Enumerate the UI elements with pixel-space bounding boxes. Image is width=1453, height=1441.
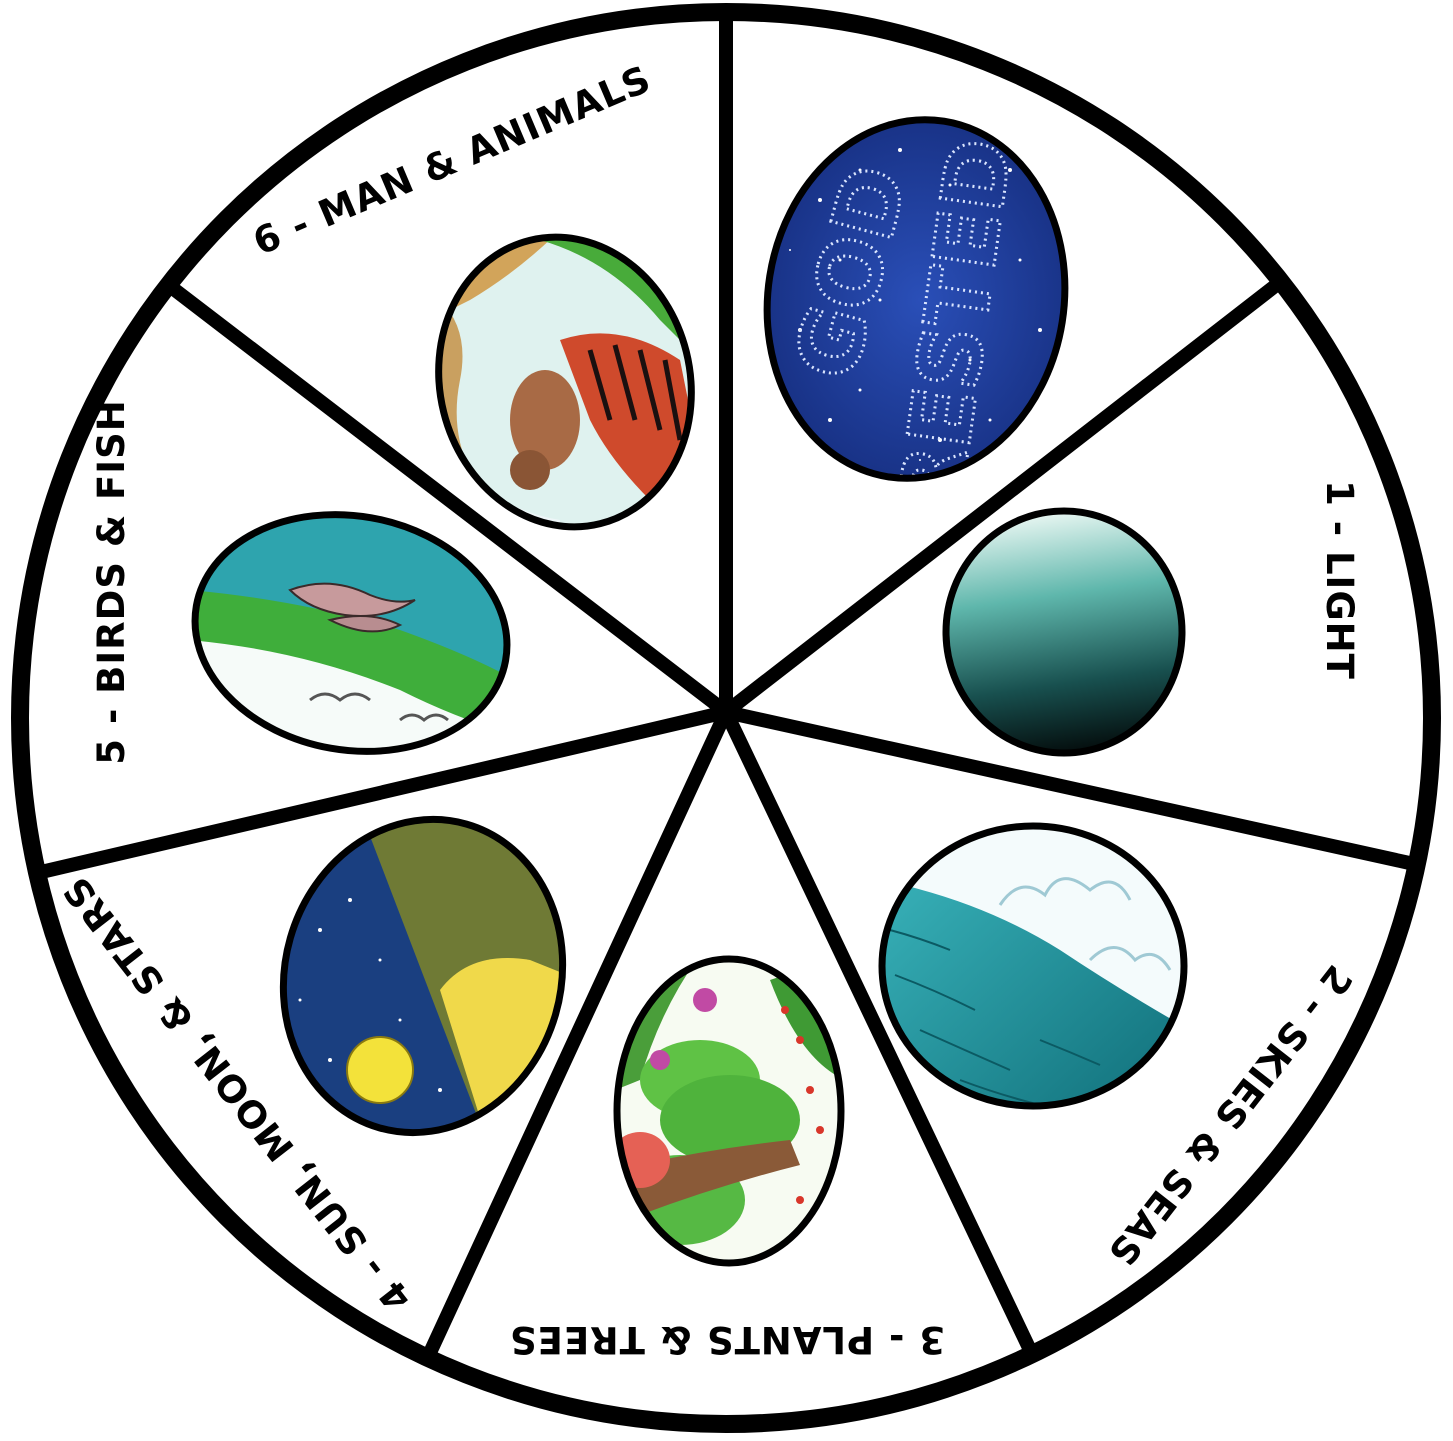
label-day3-plants-trees: 3 - PLANTS & TREES xyxy=(509,1318,945,1361)
moon-icon xyxy=(347,1037,413,1103)
label-day5-birds-fish: 5 - BIRDS & FISH xyxy=(90,399,133,764)
label-day1-light: 1 - LIGHT xyxy=(1318,480,1361,680)
